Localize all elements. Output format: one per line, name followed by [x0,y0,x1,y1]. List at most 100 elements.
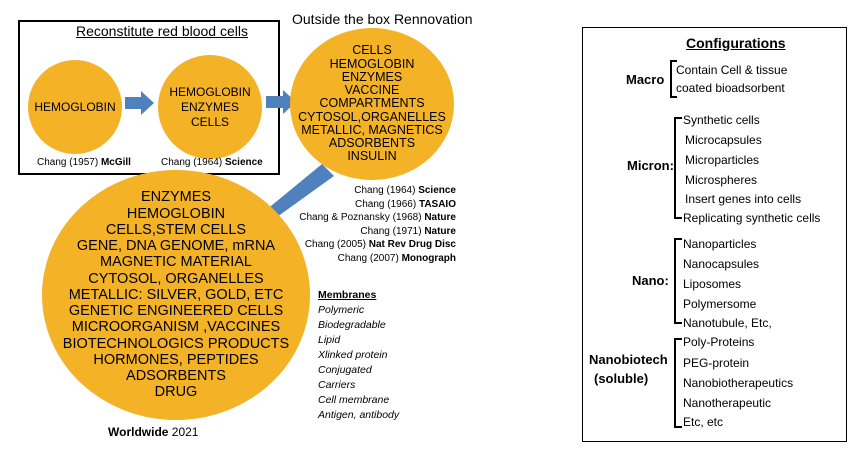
circle-hemoglobin: HEMOGLOBIN [28,60,122,154]
configurations-frame [582,27,847,442]
config-item: Microspheres [685,173,758,187]
cite-text: Chang (1966) [355,198,419,210]
cite-text: Chang (1971) [360,225,425,237]
citation: Chang (2007) Monograph [270,252,456,266]
cite-journal: Nature [424,212,456,224]
cite-journal: Nature [424,225,456,237]
citation: Chang (1964) Science [270,184,456,198]
cite-text: Chang (1957) [37,157,101,168]
caption-bold: Worldwide [108,425,169,439]
circle-text: BIOTECHNOLOGICS PRODUCTS [62,335,290,352]
config-label-soluble: (soluble) [594,371,649,386]
config-label-nanobiotech: Nanobiotech [589,352,668,367]
bracket-nano [674,238,682,324]
config-item: Polymersome [683,297,757,311]
config-item: Contain Cell & tissue [676,63,788,77]
membrane-item: Conjugated [318,364,372,376]
circle-text: ENZYMES [140,189,212,206]
membrane-item: Carriers [318,379,356,391]
cite-text: Chang & Poznansky (1968) [299,212,425,224]
membrane-item: Biodegradable [318,319,386,331]
circle-text: CELLS,STEM CELLS [105,221,247,238]
citation-list: Chang (1964) Science Chang (1966) TASAIO… [270,184,456,266]
cite-text: Chang (2007) [337,252,402,264]
citation: Chang (1971) Nature [270,225,456,239]
config-label-nano: Nano: [632,273,669,288]
config-item: PEG-protein [683,356,750,370]
citation: Chang & Poznansky (1968) Nature [270,211,456,225]
config-item: Synthetic cells [683,113,760,127]
circle-text: GENE, DNA GENOME, mRNA [76,238,276,255]
circle-text: DRUG [154,384,198,401]
circle-text: CYTOSOL, ORGANELLES [88,270,264,287]
cite-text: Chang (1964) [354,185,419,196]
config-item: Nanotubule, Etc, [683,316,772,330]
cite-science-1964: Chang (1964) Science [161,157,263,168]
cite-journal: Science [224,157,263,168]
circle-text: HEMOGLOBIN [169,84,251,99]
circle-text: COMPARTMENTS [319,96,425,111]
cite-text: Chang (1964) [161,157,225,168]
config-item: Insert genes into cells [685,192,802,206]
worldwide-caption: Worldwide 2021 [108,425,198,439]
config-item: Liposomes [683,277,742,291]
cite-journal: Nat Rev Drug Disc [368,239,456,251]
config-item: Poly-Proteins [683,335,755,349]
membrane-item: Polymeric [318,304,365,316]
citation: Chang (2005) Nat Rev Drug Disc [270,238,456,252]
circle-text: INSULIN [347,149,397,164]
config-label-macro: Macro [626,72,665,87]
cite-journal: McGill [100,157,131,168]
configurations-title: Configurations [686,35,786,51]
circle-text: MAGNETIC MATERIAL [100,254,252,271]
circle-text: ENZYMES [341,69,403,84]
outside-title: Outside the box Rennovation [292,11,473,27]
bracket-micron [674,117,682,219]
config-item: coated bioadsorbent [676,81,785,95]
circle-text: METALLIC: SILVER, GOLD, ETC [68,286,284,303]
config-item: Nanobiotherapeutics [683,376,794,390]
config-item: Nanocapsules [683,257,760,271]
cite-text: Chang (2005) [304,239,369,251]
circle-text: HEMOGLOBIN [329,56,415,71]
circle-text: HEMOGLOBIN [34,99,116,114]
config-item: Microparticles [685,153,760,167]
arrow-right-2 [266,90,296,114]
circle-worldwide: ENZYMES HEMOGLOBIN CELLS,STEM CELLS GENE… [42,170,310,420]
membrane-item: Xlinked protein [318,349,388,361]
circle-text: CELLS [352,43,392,58]
membrane-item: Antigen, antibody [318,409,400,421]
membranes-list: Membranes Polymeric Biodegradable Lipid … [318,288,399,423]
citation: Chang (1966) TASAIO [270,198,456,212]
config-item: Microcapsules [685,133,762,147]
circle-text: GENETIC ENGINEERED CELLS [68,303,284,320]
config-item: Etc, etc [683,415,724,429]
circle-text: METALLIC, MAGNETICS [301,122,443,137]
membranes-heading: Membranes [318,289,377,301]
bracket-macro [670,60,677,98]
membrane-item: Cell membrane [318,394,390,406]
config-item: Nanotherapeutic [683,396,772,410]
circle-text: ADSORBENTS [126,368,226,385]
circle-text: HEMOGLOBIN [126,205,226,222]
circle-text: HORMONES, PEPTIDES [93,351,259,368]
circle-text: MICROORGANISM ,VACCINES [71,319,281,336]
circle-text: ENZYMES [180,99,239,114]
circle-hemoglobin-enzymes-cells: HEMOGLOBIN ENZYMES CELLS [158,55,262,159]
config-item: Nanoparticles [683,237,757,251]
circle-text: VACCINE [344,83,400,98]
reconstitute-title: Reconstitute red blood cells [76,23,248,39]
arrow-right-1 [125,91,154,115]
circle-text: CYTOSOL,ORGANELLES [298,109,446,124]
cite-journal: Science [418,185,456,196]
config-label-micron: Micron: [627,158,674,173]
caption-year: 2021 [168,425,199,439]
membrane-item: Lipid [318,334,341,346]
cite-mcgill: Chang (1957) McGill [37,157,131,168]
cite-journal: TASAIO [418,198,456,210]
circle-text: ADSORBENTS [328,136,416,151]
config-item: Replicating synthetic cells [683,211,821,225]
cite-journal: Monograph [401,252,456,264]
circle-text: CELLS [190,114,230,129]
bracket-nanobiotech [674,338,682,428]
